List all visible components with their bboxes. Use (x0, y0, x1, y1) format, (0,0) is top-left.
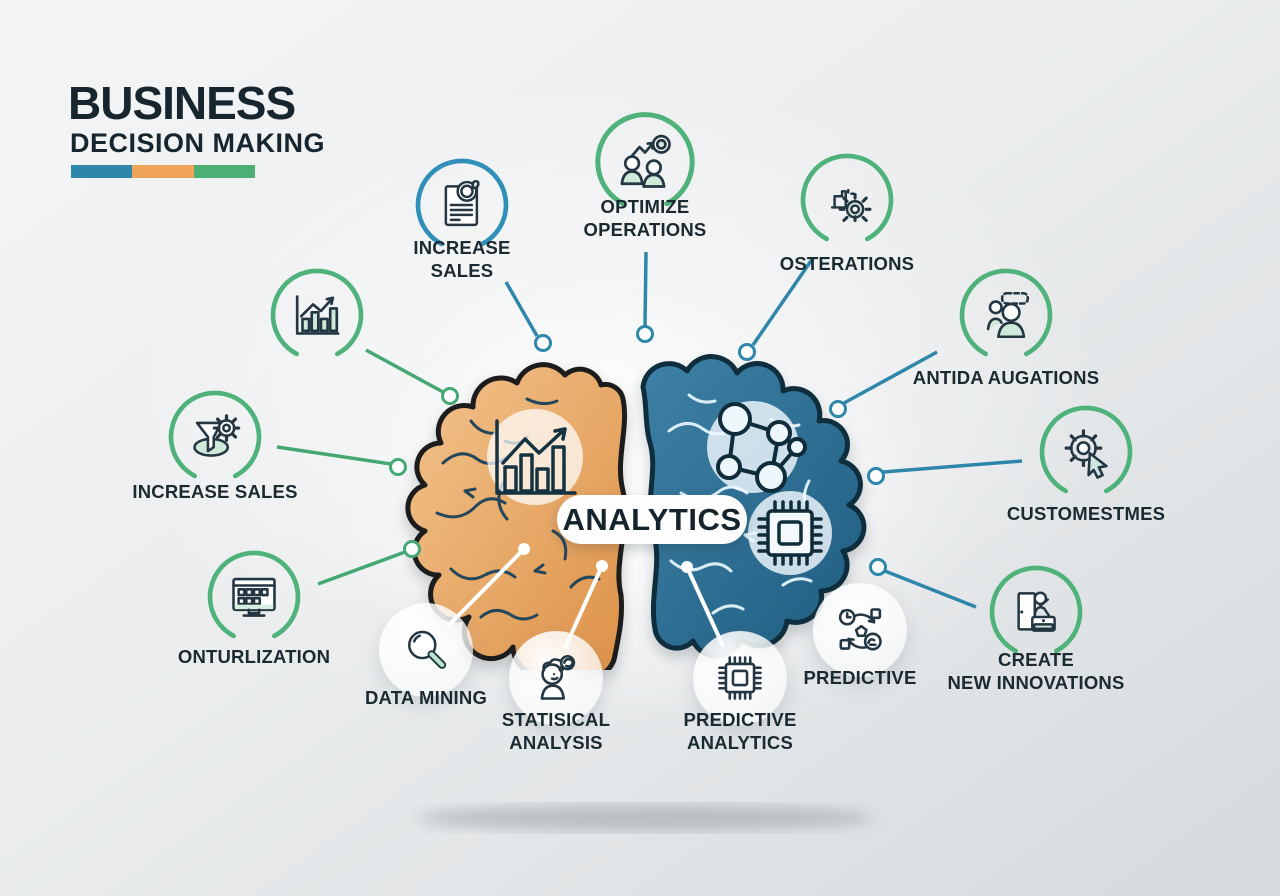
bar-chart-growth-icon (495, 419, 577, 495)
node-label: ONTURLIZATION (177, 646, 331, 667)
node-label: INCREASE SALES (413, 237, 511, 281)
center-analytics-label: ANALYTICS (557, 495, 747, 544)
ring-arc (1039, 405, 1133, 494)
node-increase-sales-top: INCREASE SALES (407, 150, 517, 281)
node-data-mining: DATA MINING (365, 603, 487, 708)
node-label: CUSTOMESTMES (1006, 503, 1166, 524)
page-subtitle: DECISION MAKING (70, 128, 326, 158)
node-osterations: OSTERATIONS (780, 145, 914, 274)
node-create-new-innovations: CREATE NEW INNOVATIONS (947, 557, 1124, 693)
inner-circle-chart (487, 409, 583, 505)
magnifier-icon (408, 630, 447, 669)
ring-arc (595, 112, 695, 207)
molecule-icon (716, 402, 807, 493)
gear-cursor-icon (1064, 429, 1108, 479)
bar-chart-growth-icon (295, 295, 340, 335)
node-onturlization: ONTURLIZATION (178, 542, 330, 667)
ring-arc (959, 268, 1053, 357)
color-bar-green (193, 165, 255, 178)
node-label: OSTERATIONS (779, 253, 915, 274)
node-label: CREATE NEW INNOVATIONS (947, 649, 1125, 693)
node-predictive-analytics: PREDICTIVE ANALYTICS (683, 631, 796, 753)
node-statisical-analysis: STATISICAL ANALYSIS (502, 631, 610, 753)
node-increase-sales-left: INCREASE SALES (132, 382, 297, 502)
ring-arc (270, 268, 364, 357)
document-report-icon (444, 179, 480, 227)
funnel-gear-icon (193, 414, 241, 457)
team-performance-icon (620, 134, 671, 188)
node-label: OPTIMIZE OPERATIONS (583, 196, 707, 240)
node-label: PREDICTIVE ANALYTICS (683, 709, 797, 753)
ring-arc (989, 565, 1083, 654)
ring-arc (207, 550, 301, 639)
node-optimize-operations: OPTIMIZE OPERATIONS (584, 103, 706, 240)
node-label: DATA MINING (364, 687, 488, 708)
ground-shadow (417, 805, 873, 831)
ring-arc (415, 158, 509, 247)
machine-gear-icon (830, 188, 872, 223)
node-chart-growth (262, 260, 372, 370)
brand-color-bar (71, 165, 255, 178)
node-antida-augations: ANTIDA AUGATIONS (913, 260, 1099, 388)
person-thinking-icon (540, 654, 576, 700)
cpu-chip-icon (757, 500, 823, 566)
dashboard-monitor-icon (232, 577, 276, 617)
node-predictive: PREDICTIVE (803, 583, 916, 688)
color-bar-blue (71, 165, 133, 178)
page-title: BUSINESS (68, 77, 296, 129)
person-workstation-icon (1017, 591, 1056, 632)
node-customestmes: CUSTOMESTMES (1007, 397, 1165, 524)
ring-arc (800, 153, 894, 242)
node-label: PREDICTIVE (803, 667, 917, 688)
people-collaboration-icon (986, 291, 1030, 339)
node-label: INCREASE SALES (132, 481, 298, 502)
node-label: STATISICAL ANALYSIS (501, 709, 611, 753)
node-label: ANTIDA AUGATIONS (912, 367, 1100, 388)
color-bar-orange (132, 165, 194, 178)
ring-arc (168, 390, 262, 479)
cpu-chip-icon (718, 656, 762, 700)
process-cycle-icon (838, 608, 882, 651)
